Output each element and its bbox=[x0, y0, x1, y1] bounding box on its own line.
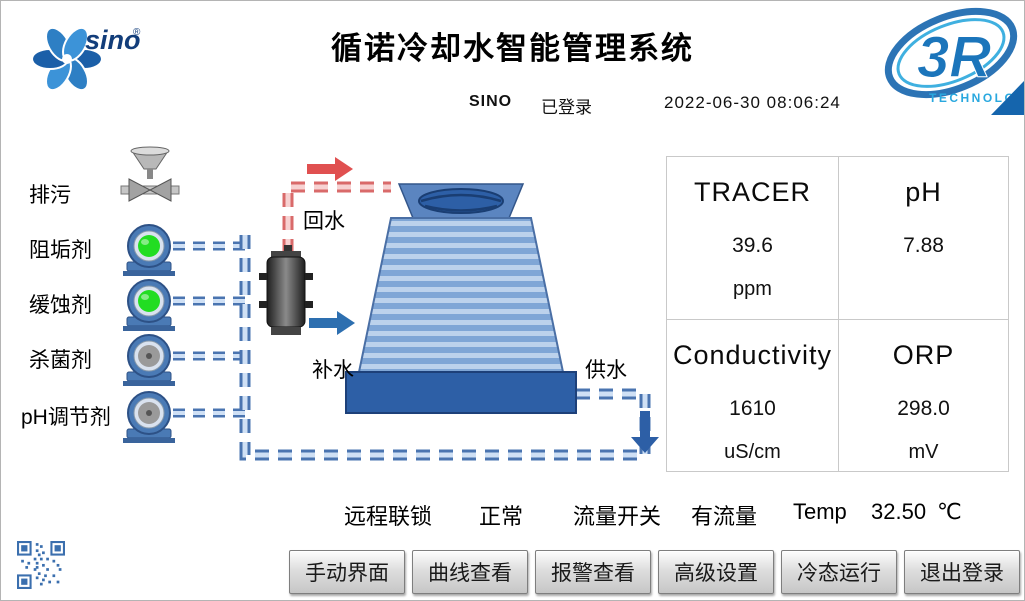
logout-button[interactable]: 退出登录 bbox=[904, 550, 1020, 594]
alarm-view-button[interactable]: 报警查看 bbox=[535, 550, 651, 594]
label-biocide: 杀菌剂 bbox=[29, 349, 92, 372]
advanced-settings-button[interactable]: 高级设置 bbox=[658, 550, 774, 594]
manual-screen-button[interactable]: 手动界面 bbox=[289, 550, 405, 594]
cold-run-button[interactable]: 冷态运行 bbox=[781, 550, 897, 594]
curve-view-button[interactable]: 曲线查看 bbox=[412, 550, 528, 594]
supply-flow-arrow-icon bbox=[631, 411, 659, 453]
label-supply-water: 供水 bbox=[585, 359, 627, 382]
pump-icon-biocide[interactable] bbox=[123, 334, 175, 386]
measurement-panel: TRACER 39.6 ppm pH 7.88 Conductivity 161… bbox=[666, 156, 1009, 472]
measure-value: 7.88 bbox=[903, 234, 944, 257]
logo-corner-shape bbox=[991, 81, 1024, 115]
nav-button-bar: 手动界面 曲线查看 报警查看 高级设置 冷态运行 退出登录 bbox=[289, 550, 1020, 594]
measure-unit: uS/cm bbox=[724, 441, 781, 463]
label-corrosion-inhibitor: 缓蚀剂 bbox=[29, 294, 92, 317]
interlock-value: 正常 bbox=[479, 504, 524, 529]
flow-switch-label: 流量开关 bbox=[573, 504, 662, 529]
blowdown-valve-icon[interactable] bbox=[120, 146, 180, 202]
measure-value: 39.6 bbox=[732, 234, 773, 257]
measure-tracer: TRACER 39.6 ppm bbox=[667, 157, 839, 320]
tower-body bbox=[357, 217, 565, 373]
measure-value: 1610 bbox=[729, 397, 776, 420]
temp-value: 32.50 bbox=[871, 499, 927, 524]
dosing-pipe bbox=[173, 241, 245, 418]
label-ph-adjuster: pH调节剂 bbox=[21, 406, 111, 429]
pump-state-2 bbox=[138, 290, 160, 312]
registered-mark-icon: ® bbox=[133, 27, 141, 38]
pump-icon-corrosion-inhibitor[interactable] bbox=[123, 279, 175, 331]
r3-technology-logo: 3R TECHNOLOGY bbox=[884, 7, 1024, 115]
page-title: 循诺冷却水智能管理系统 bbox=[331, 31, 694, 66]
temp-unit: ℃ bbox=[937, 499, 962, 524]
label-makeup-water: 补水 bbox=[312, 359, 354, 382]
pump-icon-scale-inhibitor[interactable] bbox=[123, 224, 175, 276]
r3-logo-subtext: TECHNOLOGY bbox=[929, 91, 1024, 105]
interlock-label: 远程联锁 bbox=[344, 504, 433, 529]
label-blowdown: 排污 bbox=[29, 184, 71, 207]
logged-user: SINO bbox=[469, 93, 513, 110]
tower-fan-icon bbox=[418, 188, 504, 214]
makeup-flow-arrow-icon bbox=[309, 311, 355, 335]
pump-state-1 bbox=[138, 235, 160, 257]
label-scale-inhibitor: 阻垢剂 bbox=[29, 239, 92, 262]
label-return-water: 回水 bbox=[303, 210, 345, 233]
filter-vessel[interactable] bbox=[259, 245, 313, 335]
measure-orp: ORP 298.0 mV bbox=[839, 320, 1008, 471]
qr-code-icon bbox=[17, 541, 65, 589]
pump-icon-ph-adjuster[interactable] bbox=[123, 391, 175, 443]
cooling-tower bbox=[345, 183, 577, 414]
datetime: 2022-06-30 08:06:24 bbox=[664, 93, 841, 112]
tower-basin bbox=[345, 371, 577, 414]
measure-ph: pH 7.88 bbox=[839, 157, 1008, 320]
measure-name: ORP bbox=[892, 340, 955, 370]
measure-unit: mV bbox=[908, 441, 939, 463]
measure-name: TRACER bbox=[693, 177, 811, 207]
measure-name: Conductivity bbox=[672, 340, 833, 370]
supply-pipe bbox=[239, 229, 651, 461]
measure-unit: ppm bbox=[733, 278, 772, 300]
sino-logo: sino ® bbox=[31, 25, 141, 92]
measure-conductivity: Conductivity 1610 uS/cm bbox=[667, 320, 839, 471]
login-status: 已登录 bbox=[541, 98, 592, 117]
measure-name: pH bbox=[905, 177, 942, 207]
temp-label: Temp bbox=[793, 499, 847, 524]
sino-logo-text: sino bbox=[85, 25, 141, 55]
r3-logo-text: 3R bbox=[917, 25, 991, 90]
flow-switch-value: 有流量 bbox=[691, 504, 758, 529]
process-diagram bbox=[120, 146, 659, 461]
return-flow-arrow-icon bbox=[307, 157, 353, 181]
measure-value: 298.0 bbox=[897, 397, 950, 420]
